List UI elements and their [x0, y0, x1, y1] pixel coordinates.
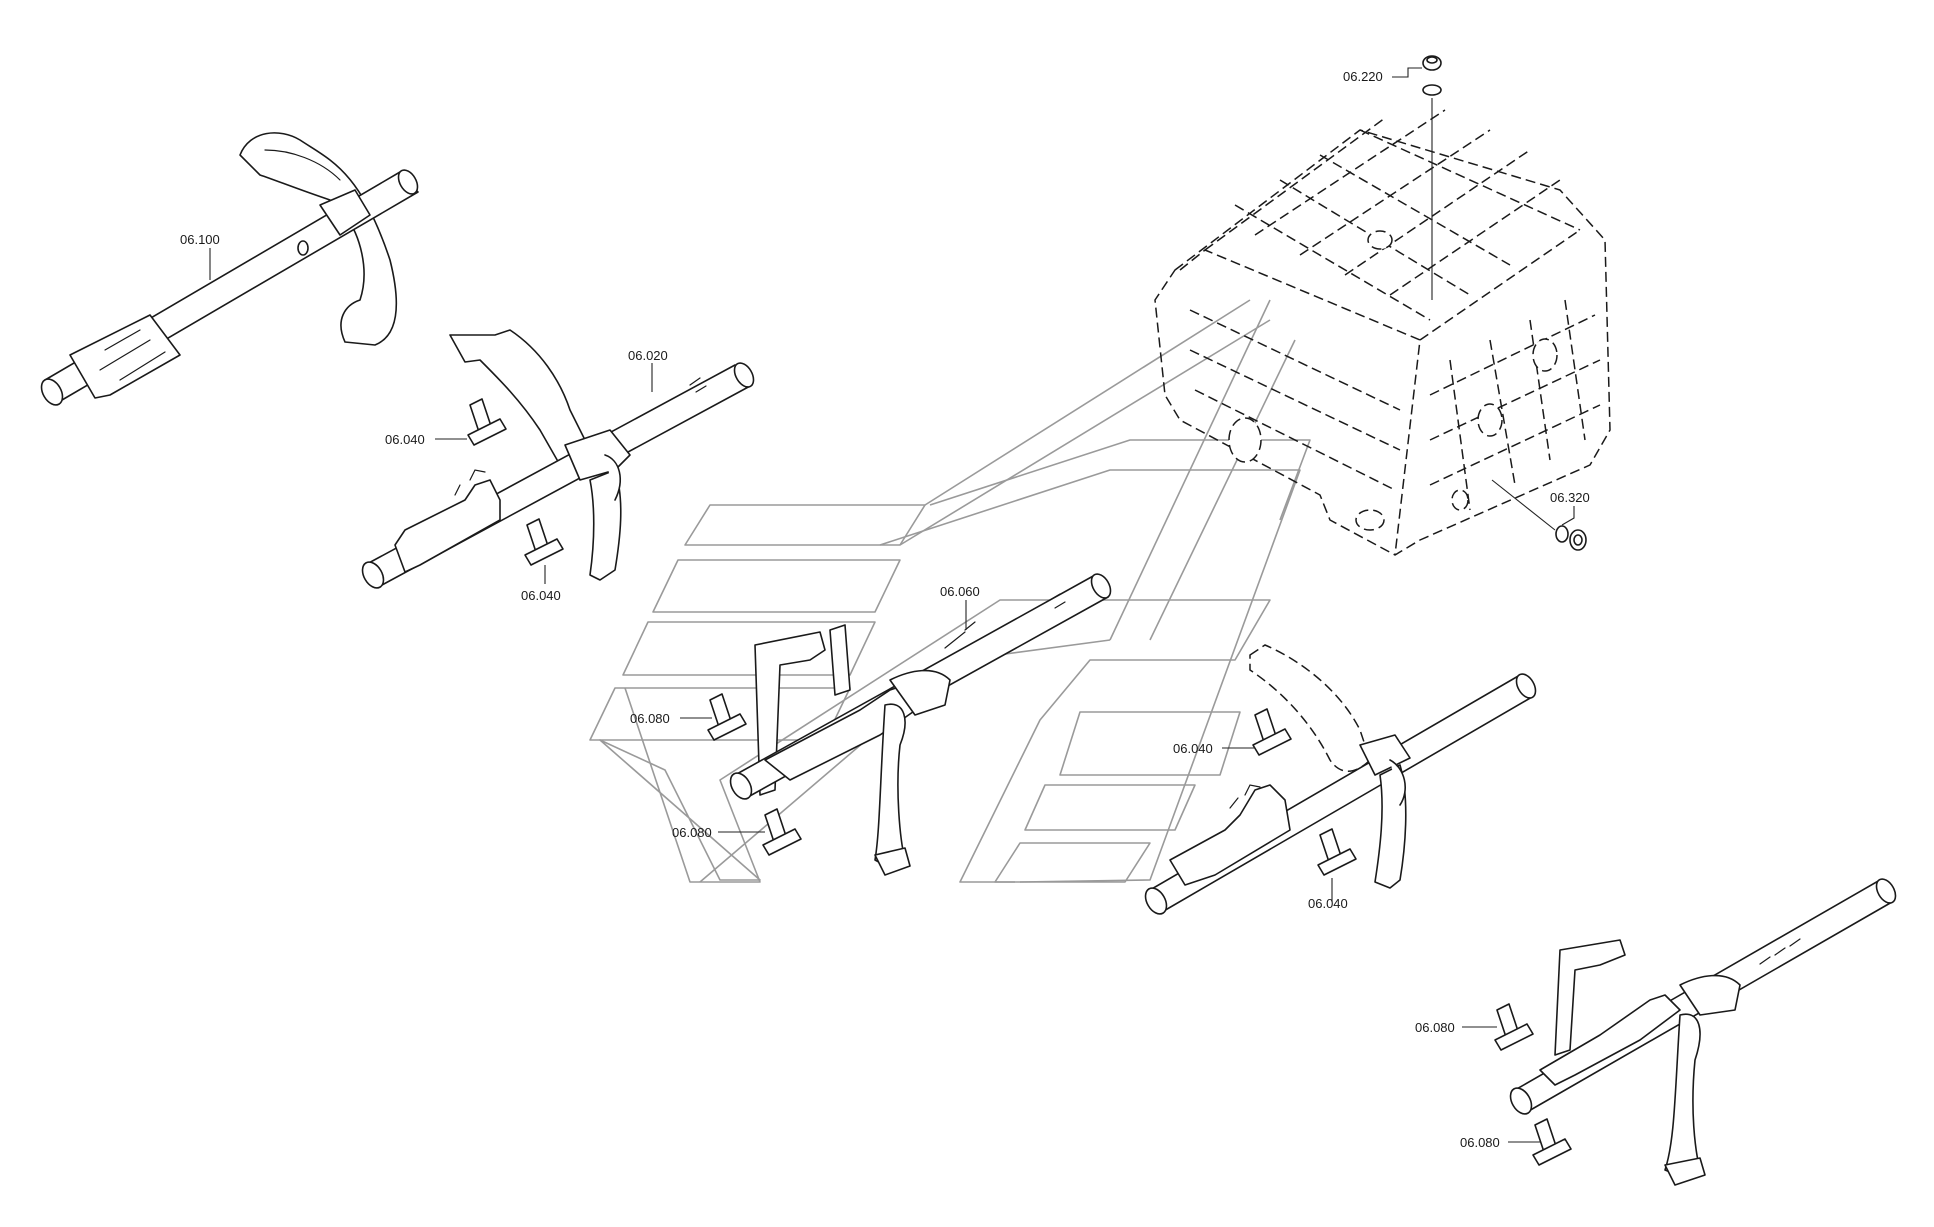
callout-06-220: 06.220	[1343, 69, 1383, 84]
transmission-housing	[1154, 109, 1611, 556]
pin-06-040-c	[1252, 708, 1292, 756]
pin-06-040-b	[524, 518, 564, 566]
callout-06-040-b: 06.040	[521, 588, 561, 603]
callout-06-080-b: 06.080	[672, 825, 712, 840]
watermark-logo	[589, 299, 1311, 883]
shift-rod-06-020	[361, 329, 755, 589]
shift-rod-06-060	[729, 573, 1112, 876]
callout-06-020: 06.020	[628, 348, 668, 363]
callout-06-040-d: 06.040	[1308, 896, 1348, 911]
shift-rod-06-040-group	[1144, 644, 1537, 915]
callout-06-080-d: 06.080	[1460, 1135, 1500, 1150]
callout-leaders	[209, 67, 1575, 1143]
callout-06-040-a: 06.040	[385, 432, 425, 447]
shift-rod-06-100	[40, 132, 419, 406]
callout-06-100: 06.100	[180, 232, 220, 247]
callout-06-060: 06.060	[940, 584, 980, 599]
callout-06-320: 06.320	[1550, 490, 1590, 505]
plug-screw-06-220	[1422, 55, 1442, 300]
pin-06-080-a	[707, 693, 747, 741]
pin-06-080-c	[1494, 1003, 1534, 1051]
shift-rod-bottom-right	[1509, 878, 1897, 1186]
pin-06-040-d	[1317, 828, 1357, 876]
callout-06-040-c: 06.040	[1173, 741, 1213, 756]
pin-06-080-d	[1532, 1118, 1572, 1166]
pins	[467, 398, 1572, 1166]
callout-06-080-a: 06.080	[630, 711, 670, 726]
callout-06-080-c: 06.080	[1415, 1020, 1455, 1035]
pin-06-040-a	[467, 398, 507, 446]
pin-06-080-b	[762, 808, 802, 856]
callout-labels: 06.100 06.020 06.040 06.040 06.060 06.08…	[180, 69, 1590, 1150]
seal-ring-06-320	[1491, 479, 1587, 551]
